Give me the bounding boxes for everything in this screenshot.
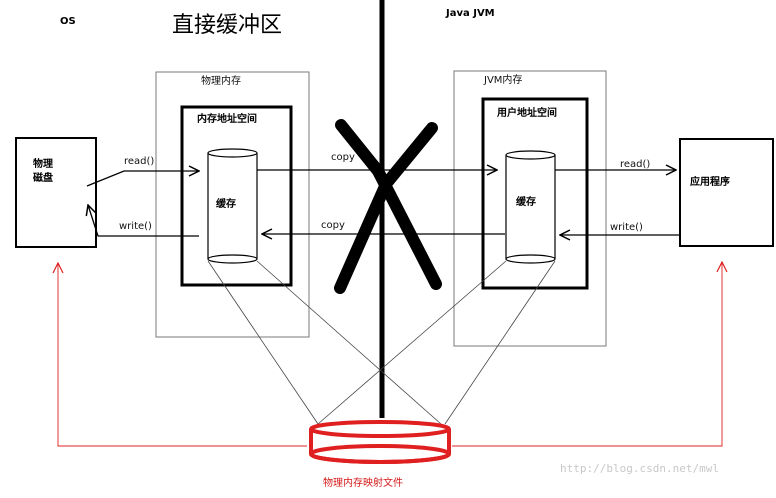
- red-arrow-to-app: [452, 262, 722, 447]
- cross-out-mark: [334, 119, 442, 294]
- disk-label-line2: 磁盘: [33, 171, 53, 184]
- disk-label-line1: 物理: [33, 157, 53, 170]
- physical-memory-label: 物理内存: [201, 74, 241, 87]
- application-label: 应用程序: [690, 175, 730, 188]
- jvm-memory-label: JVM内存: [483, 73, 522, 86]
- user-buffer-cylinder: [505, 150, 556, 264]
- application-box: [679, 138, 774, 247]
- copy-bottom-label: copy: [321, 220, 345, 231]
- os-label: OS: [60, 16, 76, 27]
- read-right-label: read(): [620, 159, 650, 170]
- copy-top-label: copy: [331, 152, 355, 163]
- kernel-address-space-box: [180, 105, 293, 287]
- red-arrow-to-disk: [58, 263, 307, 447]
- java-jvm-label: Java JVM: [445, 8, 495, 19]
- kernel-buffer-cylinder: [207, 148, 258, 264]
- jvm-memory-box: [453, 70, 607, 347]
- write-to-disk-arrow: [88, 205, 199, 237]
- physical-memory-box: [155, 71, 310, 338]
- user-address-space-box: [481, 97, 589, 290]
- mapped-file-label: 物理内存映射文件: [323, 476, 403, 489]
- physical-disk-box: [15, 137, 97, 248]
- read-left-label: read(): [124, 156, 154, 167]
- user-address-space-label: 用户地址空间: [496, 106, 557, 119]
- mapping-lines: [207, 260, 556, 425]
- write-left-label: write(): [119, 221, 152, 232]
- kernel-cache-label: 缓存: [215, 197, 236, 210]
- mapped-file-cylinder: [309, 420, 451, 464]
- kernel-address-space-label: 内存地址空间: [197, 112, 257, 125]
- read-from-disk-arrow: [86, 171, 199, 187]
- user-cache-label: 缓存: [515, 195, 536, 208]
- page-title: 直接缓冲区: [172, 13, 282, 38]
- write-right-label: write(): [610, 222, 643, 233]
- watermark: http://blog.csdn.net/mwl: [560, 462, 719, 475]
